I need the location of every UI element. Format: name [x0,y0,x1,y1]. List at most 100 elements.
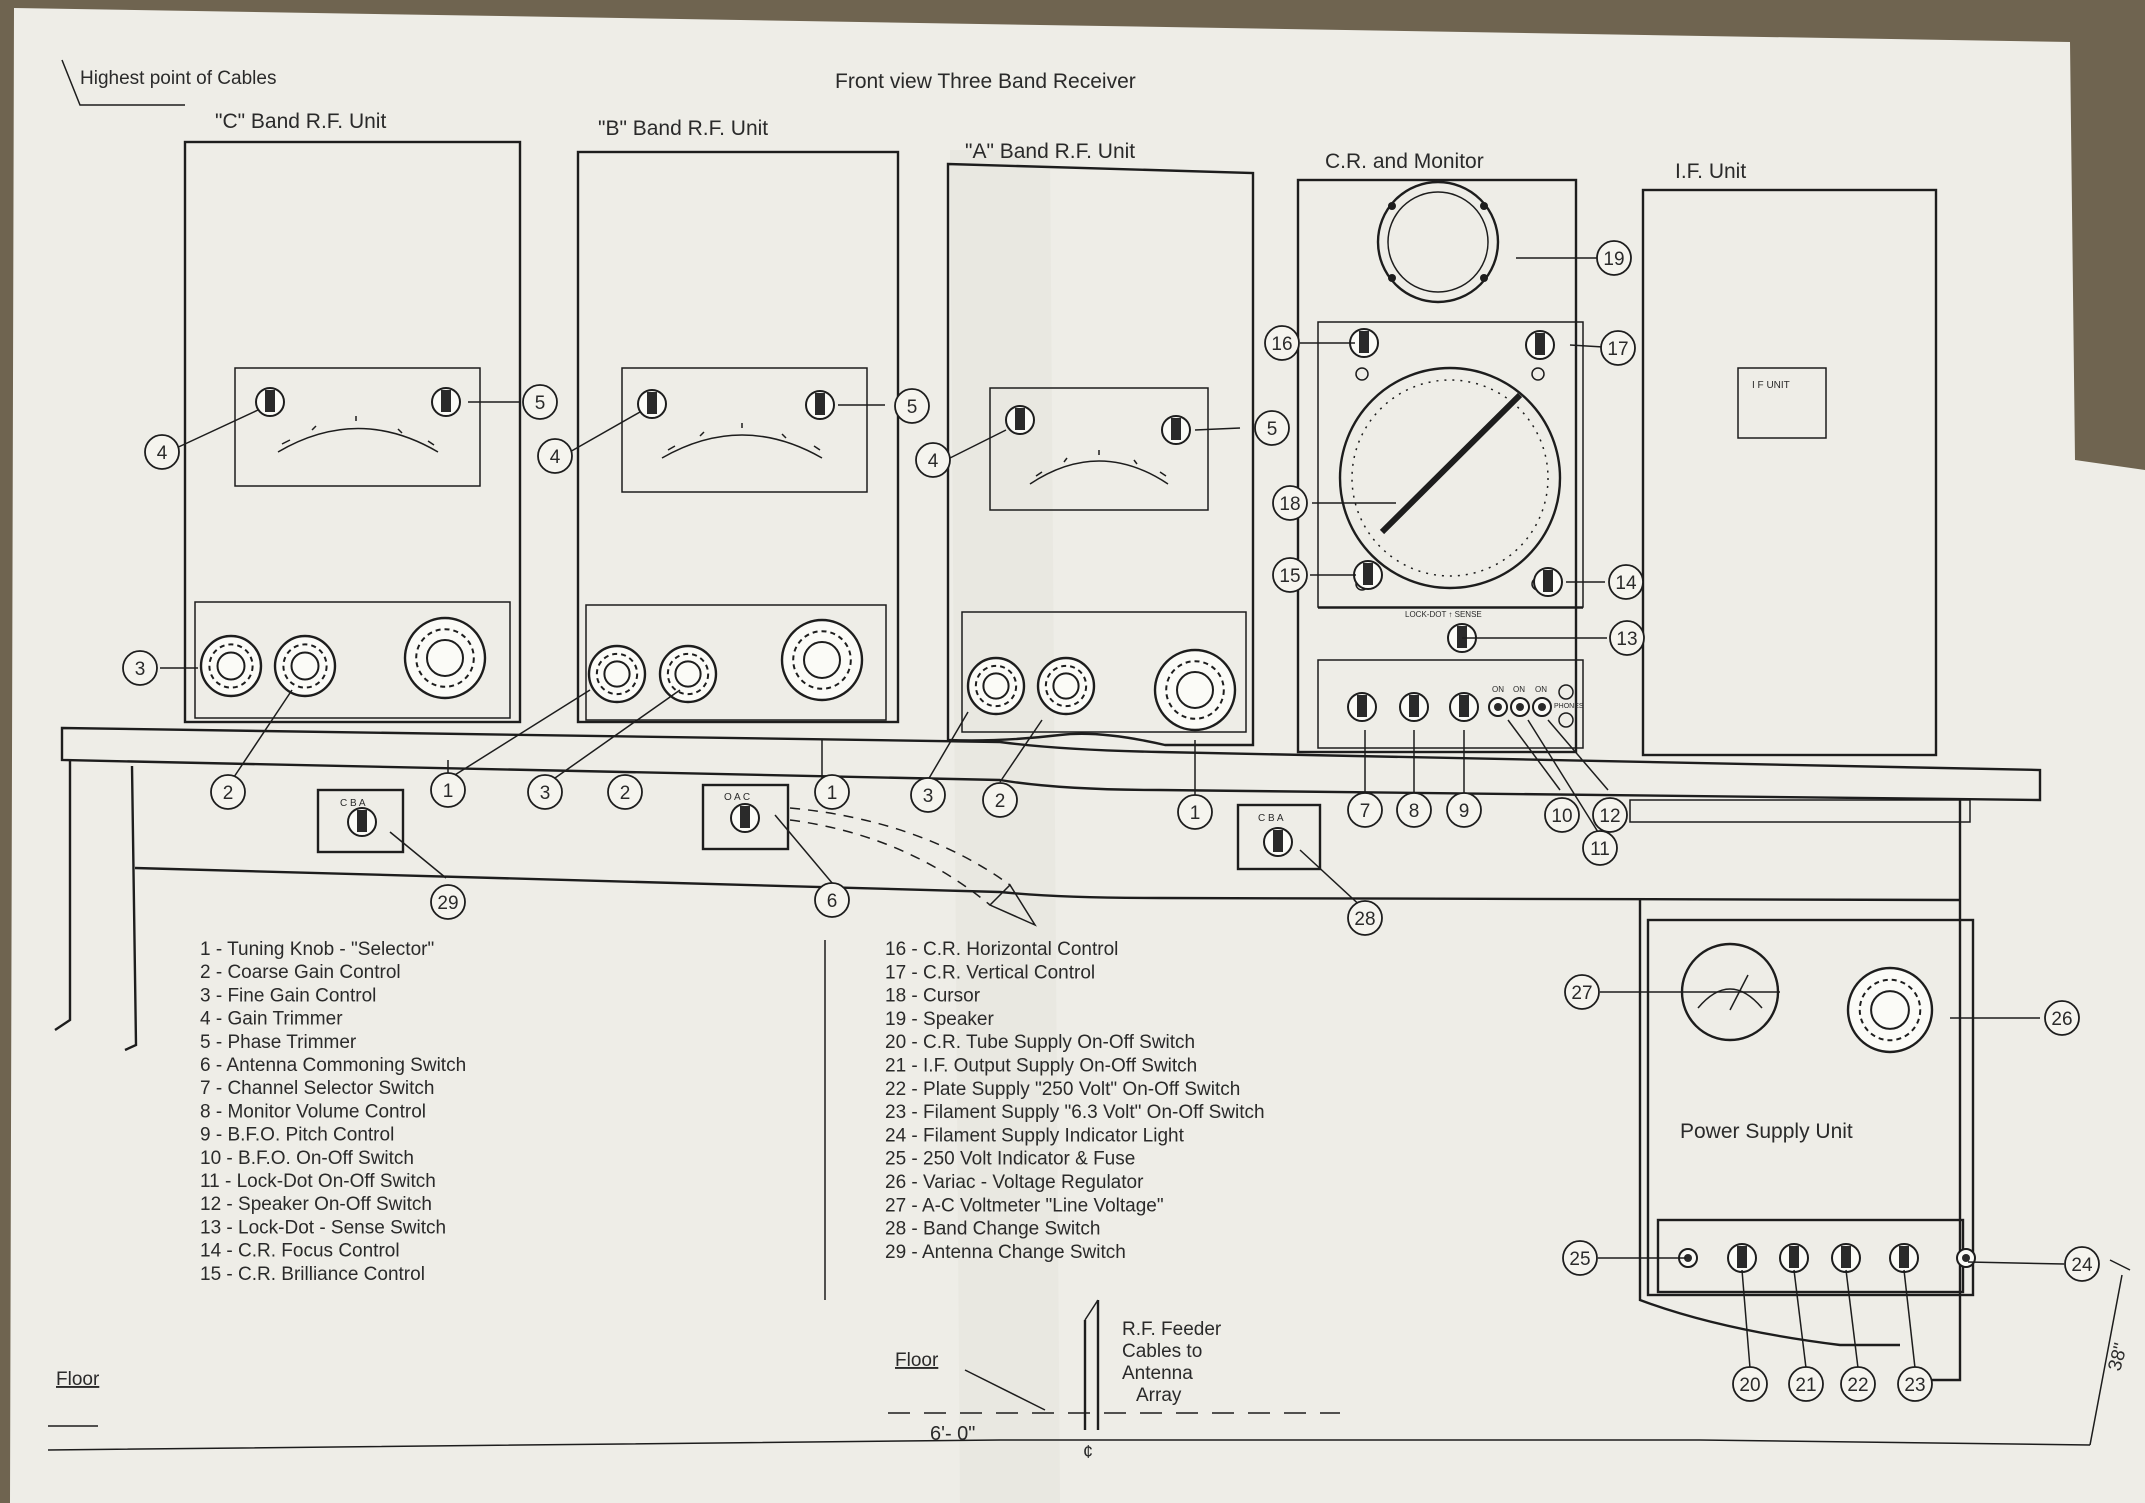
legend-item: 18 - Cursor [885,986,981,1007]
legend-item: 3 - Fine Gain Control [200,985,376,1006]
filament-indicator[interactable] [1956,1248,1976,1268]
fine-gain-knob-b[interactable] [587,644,647,704]
feeder-line-1: R.F. Feeder [1122,1319,1222,1340]
paper-fold-shade [950,150,1060,1503]
if-unit: I F UNIT [1641,188,1938,757]
bfo-pitch-control[interactable] [1449,692,1479,722]
feeder-line-4: Array [1136,1385,1182,1406]
callout-number: 27 [1571,983,1592,1004]
legend-item: 19 - Speaker [885,1009,994,1030]
coarse-gain-knob-c[interactable] [273,634,337,698]
callout-number: 22 [1847,1375,1868,1396]
power-supply-title: Power Supply Unit [1680,1120,1853,1143]
bench-table [54,726,2042,1382]
antenna-change-switch-box: C B A [316,788,405,854]
gain-trimmer-c[interactable] [255,387,285,417]
callout-23-0: 23 [1897,1366,1933,1402]
on-label-12: ON [1535,685,1547,694]
tuning-knob-b[interactable] [780,618,864,702]
if-output-supply-switch[interactable] [1779,1243,1809,1273]
callout-5-0: 5 [522,384,558,420]
callout-2-2: 2 [982,782,1018,818]
variac-knob[interactable] [1846,966,1934,1054]
callout-21-0: 21 [1788,1366,1824,1402]
legend-item: 22 - Plate Supply "250 Volt" On-Off Swit… [885,1079,1240,1100]
callout-17-0: 17 [1600,330,1636,366]
channel-selector-switch[interactable] [1347,692,1377,722]
legend-item: 2 - Coarse Gain Control [200,962,401,983]
callout-3-0: 3 [122,650,158,686]
fine-gain-knob-c[interactable] [199,634,263,698]
phase-trimmer-a[interactable] [1161,415,1191,445]
callout-1-1: 1 [814,774,850,810]
on-label-10: ON [1492,685,1504,694]
drawing-title: Front view Three Band Receiver [835,70,1136,93]
fine-gain-knob-a[interactable] [966,656,1026,716]
speaker-switch[interactable] [1532,697,1552,717]
toggle-layer [255,328,1976,1273]
cr-brilliance-control[interactable] [1353,560,1383,590]
callout-number: 4 [157,443,168,464]
legend-item: 14 - C.R. Focus Control [200,1241,400,1262]
callout-number: 2 [223,783,234,804]
oac-label: O A C [724,792,750,803]
callout-number: 3 [540,783,551,804]
tuning-knob-a[interactable] [1153,648,1237,732]
callout-number: 1 [443,781,454,802]
callout-10-0: 10 [1544,797,1580,833]
legend-item: 5 - Phase Trimmer [200,1032,357,1053]
a-band-unit [946,162,1255,747]
callout-number: 12 [1599,806,1620,827]
floor-mid-label: Floor [895,1350,939,1371]
filament-supply-switch[interactable] [1889,1243,1919,1273]
tuning-knob-c[interactable] [403,616,487,700]
centerline-mark: ¢ [1083,1442,1093,1462]
phase-trimmer-b[interactable] [805,390,835,420]
cba-label-29: C B A [340,798,366,809]
monitor-volume-control[interactable] [1399,692,1429,722]
callout-19-0: 19 [1596,240,1632,276]
band-change-switch[interactable] [1263,827,1293,857]
legend-item: 27 - A-C Voltmeter "Line Voltage" [885,1195,1164,1216]
cr-vertical-control[interactable] [1525,330,1555,360]
callout-number: 18 [1279,494,1300,515]
cr-focus-control[interactable] [1533,567,1563,597]
legend-item: 10 - B.F.O. On-Off Switch [200,1148,414,1169]
cr-monitor-title: C.R. and Monitor [1325,150,1484,173]
callout-9-0: 9 [1446,792,1482,828]
gain-trimmer-b[interactable] [637,389,667,419]
on-label-11: ON [1513,685,1525,694]
legend-item: 25 - 250 Volt Indicator & Fuse [885,1149,1135,1170]
coarse-gain-knob-a[interactable] [1036,656,1096,716]
antenna-change-switch[interactable] [347,807,377,837]
callout-15-0: 15 [1272,557,1308,593]
width-dimension-line [47,1439,2091,1451]
callout-number: 5 [907,397,918,418]
if-unit-title: I.F. Unit [1675,160,1746,183]
legend-item: 7 - Channel Selector Switch [200,1078,434,1099]
callout-1-2: 1 [1177,794,1213,830]
gain-trimmer-a[interactable] [1005,405,1035,435]
cr-monitor-unit: LOCK-DOT ↑ SENSE ON ON ON PHONES [1296,178,1584,754]
lockdot-switch[interactable] [1510,697,1530,717]
callout-11-0: 11 [1582,830,1618,866]
antenna-commoning-switch[interactable] [730,803,760,833]
phase-trimmer-c[interactable] [431,387,461,417]
callout-12-0: 12 [1592,797,1628,833]
callout-13-0: 13 [1609,620,1645,656]
bfo-switch[interactable] [1488,697,1508,717]
legend-left: 1 - Tuning Knob - "Selector"2 - Coarse G… [200,939,466,1285]
callout-number: 4 [928,451,939,472]
callout-number: 29 [437,893,458,914]
callout-number: 24 [2071,1255,2093,1276]
legend-item: 9 - B.F.O. Pitch Control [200,1125,394,1146]
coarse-gain-knob-b[interactable] [658,644,718,704]
callout-29-0: 29 [430,884,466,920]
plate-supply-switch[interactable] [1831,1243,1861,1273]
cr-tube-supply-switch[interactable] [1727,1243,1757,1273]
callout-6-0: 6 [814,882,850,918]
c-band-unit [183,140,522,724]
callout-2-1: 2 [607,774,643,810]
feeder-cable [1083,1300,1100,1430]
